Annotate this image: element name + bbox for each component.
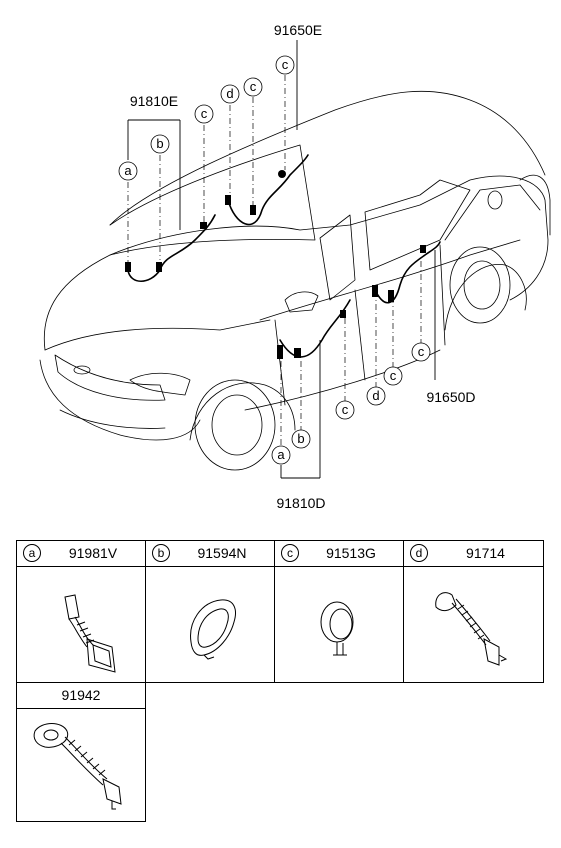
callout-c: c [250,79,257,94]
legend-cell-d: d 91714 [403,540,544,683]
car-rear-window [364,179,471,271]
car-beltline [259,239,521,321]
car-rear-wheel-hub [463,260,501,310]
car-front-wheel-arch [189,382,296,441]
legend-part-number: 91714 [466,545,505,561]
car-front-door-seam [274,319,286,406]
car-front-wheel-hub [211,394,263,456]
car-rear-quarter [444,184,541,241]
legend-letter: d [410,544,428,562]
grommet-91594n-image [190,599,236,660]
legend-cell-c: c 91513G [274,540,404,683]
clip-91513g-image [320,601,354,656]
legend-part-number: 91942 [61,687,101,703]
car-tail [519,174,551,236]
car-mirror [284,291,319,313]
car-windshield [109,144,316,256]
car-logo [73,365,91,375]
legend-part-number: 91513G [326,545,376,561]
legend-letter: b [152,544,170,562]
car-roof-outline [109,90,546,226]
legend-part-number: 91594N [197,545,247,561]
callout-d: d [372,388,379,403]
car-headlight [129,372,191,396]
callout-c: c [282,57,289,72]
grommet-91942-image [33,723,122,810]
harness-91650d [374,241,441,304]
callout-c: c [201,106,208,121]
legend-part-number: 91981V [68,545,118,561]
callout-d: d [226,86,233,101]
legend-cell-a: a 91981V [16,540,146,683]
car-fuel-cap [487,190,503,210]
harness-91650e [227,154,309,226]
legend-letter: c [281,544,299,562]
callout-c: c [390,368,397,383]
callout-a: a [124,163,132,178]
callout-a: a [277,447,285,462]
label-91810e: 91810E [130,93,178,109]
label-91810d: 91810D [276,495,325,511]
legend-letter: a [23,544,41,562]
car-bumper [39,359,201,441]
grommet-91714-image [435,592,508,666]
car-grille [54,354,166,401]
car-front-wheel [194,379,276,471]
car-front-window [319,214,356,301]
callout-b: b [297,431,304,446]
car-body-outline [43,175,549,351]
car-hood [44,319,271,351]
car-lower-grille [59,409,166,429]
legend-cell-b: b 91594N [145,540,275,683]
label-91650d: 91650D [426,389,475,405]
car-rear-door-seam [439,244,446,346]
wiring-diagram: a b c d c c a b c d c c 91810E 91650E 91… [39,22,551,511]
car-rear-wheel [449,246,511,324]
grommet-91981v-image [64,594,116,673]
callout-c: c [418,344,425,359]
callout-c: c [342,402,349,417]
label-91650e: 91650E [274,22,322,38]
callout-b: b [156,136,163,151]
car-mid-door-seam [354,289,366,381]
car-rear-wheel-arch [444,263,527,331]
legend-cell-91942: 91942 [16,682,146,822]
